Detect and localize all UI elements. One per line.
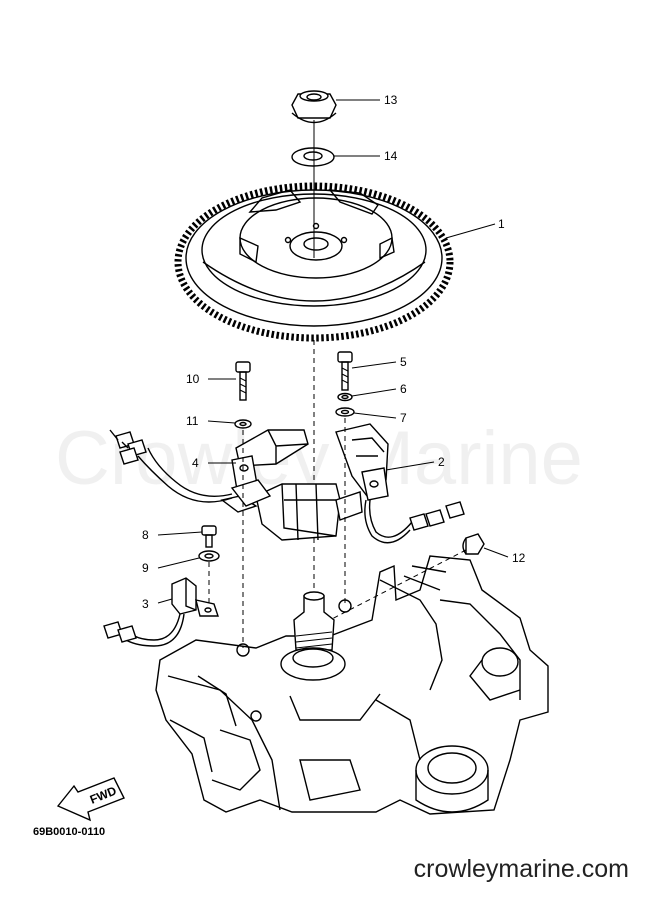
leader-12	[483, 547, 509, 558]
crankshaft-end	[280, 591, 346, 681]
part-11-washer[interactable]	[234, 419, 252, 429]
part-14-washer[interactable]	[291, 147, 335, 167]
leader-6	[351, 388, 397, 397]
wire-harness-left	[109, 429, 233, 503]
callout-13: 13	[384, 93, 398, 107]
callout-3: 3	[142, 597, 149, 611]
leader-3	[157, 598, 173, 604]
callout-12: 12	[512, 551, 526, 565]
engine-block	[155, 555, 549, 815]
part-6-lockwasher[interactable]	[337, 392, 353, 402]
part-10-bolt[interactable]	[235, 361, 251, 401]
part-9-washer[interactable]	[198, 550, 220, 562]
leader-5	[351, 361, 397, 369]
part-2-charge-coil[interactable]	[230, 423, 465, 544]
callout-2: 2	[438, 455, 445, 469]
leader-7	[353, 412, 397, 419]
part-13-nut[interactable]	[291, 90, 337, 124]
callout-9: 9	[142, 561, 149, 575]
fwd-arrow-icon: FWD	[56, 777, 125, 822]
leader-9	[157, 557, 200, 569]
callout-6: 6	[400, 382, 407, 396]
callout-8: 8	[142, 528, 149, 542]
site-url[interactable]: crowleymarine.com	[413, 855, 629, 883]
leader-11	[207, 420, 236, 424]
leader-1	[445, 223, 496, 239]
part-12-woodruff-key[interactable]	[462, 533, 485, 555]
leader-2	[385, 461, 435, 471]
callout-4: 4	[192, 456, 199, 470]
callout-14: 14	[384, 149, 398, 163]
callout-7: 7	[400, 411, 407, 425]
callout-1: 1	[498, 217, 505, 231]
part-8-screw[interactable]	[201, 525, 217, 548]
drawing-code: 69B0010-0110	[33, 826, 106, 838]
callout-5: 5	[400, 355, 407, 369]
callout-11: 11	[186, 414, 199, 428]
leader-8	[157, 531, 203, 536]
callout-10: 10	[186, 372, 200, 386]
part-7-washer[interactable]	[335, 407, 355, 417]
part-3-sensor[interactable]	[103, 577, 219, 647]
part-5-bolt[interactable]	[337, 351, 353, 391]
